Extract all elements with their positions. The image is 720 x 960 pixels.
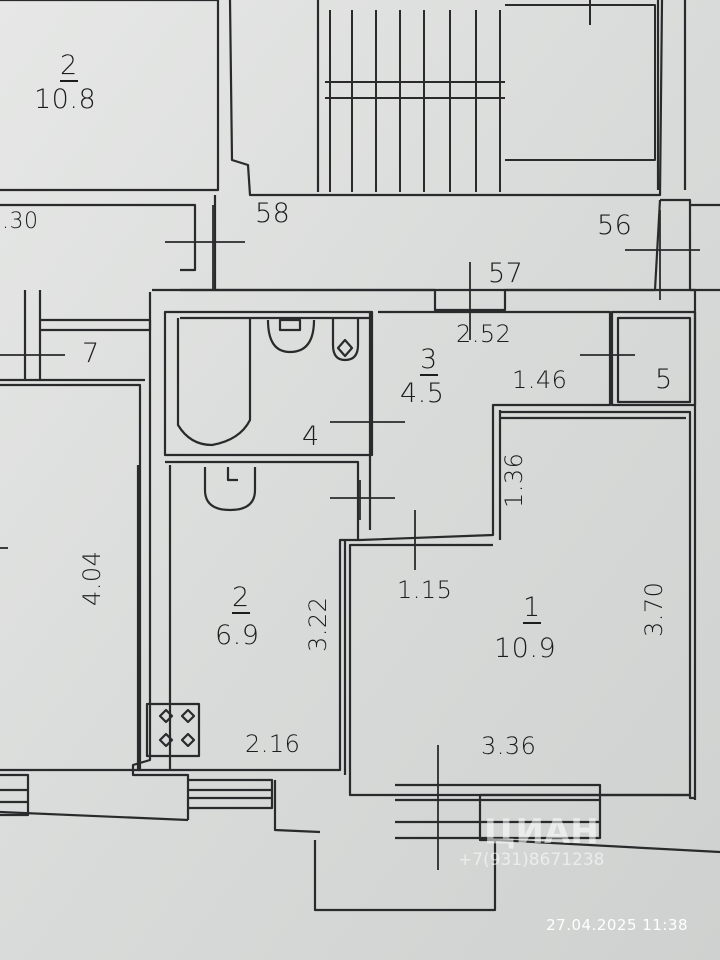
unit-number-7: 7 [82, 338, 100, 369]
dimension-label: 2.52 [456, 320, 512, 348]
unit-number-5: 5 [655, 364, 673, 395]
window-kitchen [188, 778, 274, 810]
bathroom-wall [163, 310, 374, 457]
dimension-label: 2.16 [245, 730, 301, 758]
dimension-label: 1.15 [397, 576, 453, 604]
dimension-label-vertical: 4.04 [78, 550, 106, 606]
dimension-label-vertical: 1.36 [500, 452, 528, 508]
unit-number-58: 58 [255, 198, 291, 229]
wc-toilet [203, 467, 257, 512]
unit-number-56: 56 [597, 210, 633, 241]
neighbor-room-top-left [0, 0, 220, 192]
stairwell-wall [228, 0, 664, 197]
sink [266, 319, 316, 354]
dimension-label: .30 [2, 209, 39, 234]
dimension-label-vertical: 3.22 [304, 596, 332, 652]
dimension-label: 1.46 [512, 366, 568, 394]
room-label-number: 3 [420, 344, 438, 376]
room-1-wall [348, 410, 692, 797]
room-label-area: 6.9 [215, 620, 260, 651]
closet-5-wall [610, 310, 697, 407]
dimension-label-vertical: 3.70 [640, 581, 668, 637]
balcony [313, 840, 497, 912]
window-left-room [0, 773, 30, 817]
bathtub [176, 318, 252, 447]
room-label-number: 2 [232, 582, 250, 614]
room-label-area: 4.5 [400, 378, 445, 409]
room-label-area: 10.9 [494, 633, 557, 664]
apartment-outer-wall [152, 288, 697, 800]
dimension-label: 3.36 [481, 732, 537, 760]
toilet [331, 318, 360, 362]
room-label-number: 1 [523, 592, 541, 624]
staircase [325, 0, 656, 192]
kitchen-wall [136, 465, 360, 772]
hall-wall [359, 310, 612, 542]
window-room-1 [395, 783, 602, 840]
photo-timestamp: 27.04.2025 11:38 [546, 916, 688, 934]
watermark-logo: ЦИАН [484, 812, 599, 852]
stove [145, 702, 201, 758]
unit-number-57: 57 [488, 258, 524, 289]
room-label-number: 2 [60, 50, 78, 82]
watermark-phone: +7(931)8671238 [458, 850, 605, 870]
unit-number-4: 4 [302, 421, 320, 452]
room-label-area: 10.8 [34, 84, 97, 115]
